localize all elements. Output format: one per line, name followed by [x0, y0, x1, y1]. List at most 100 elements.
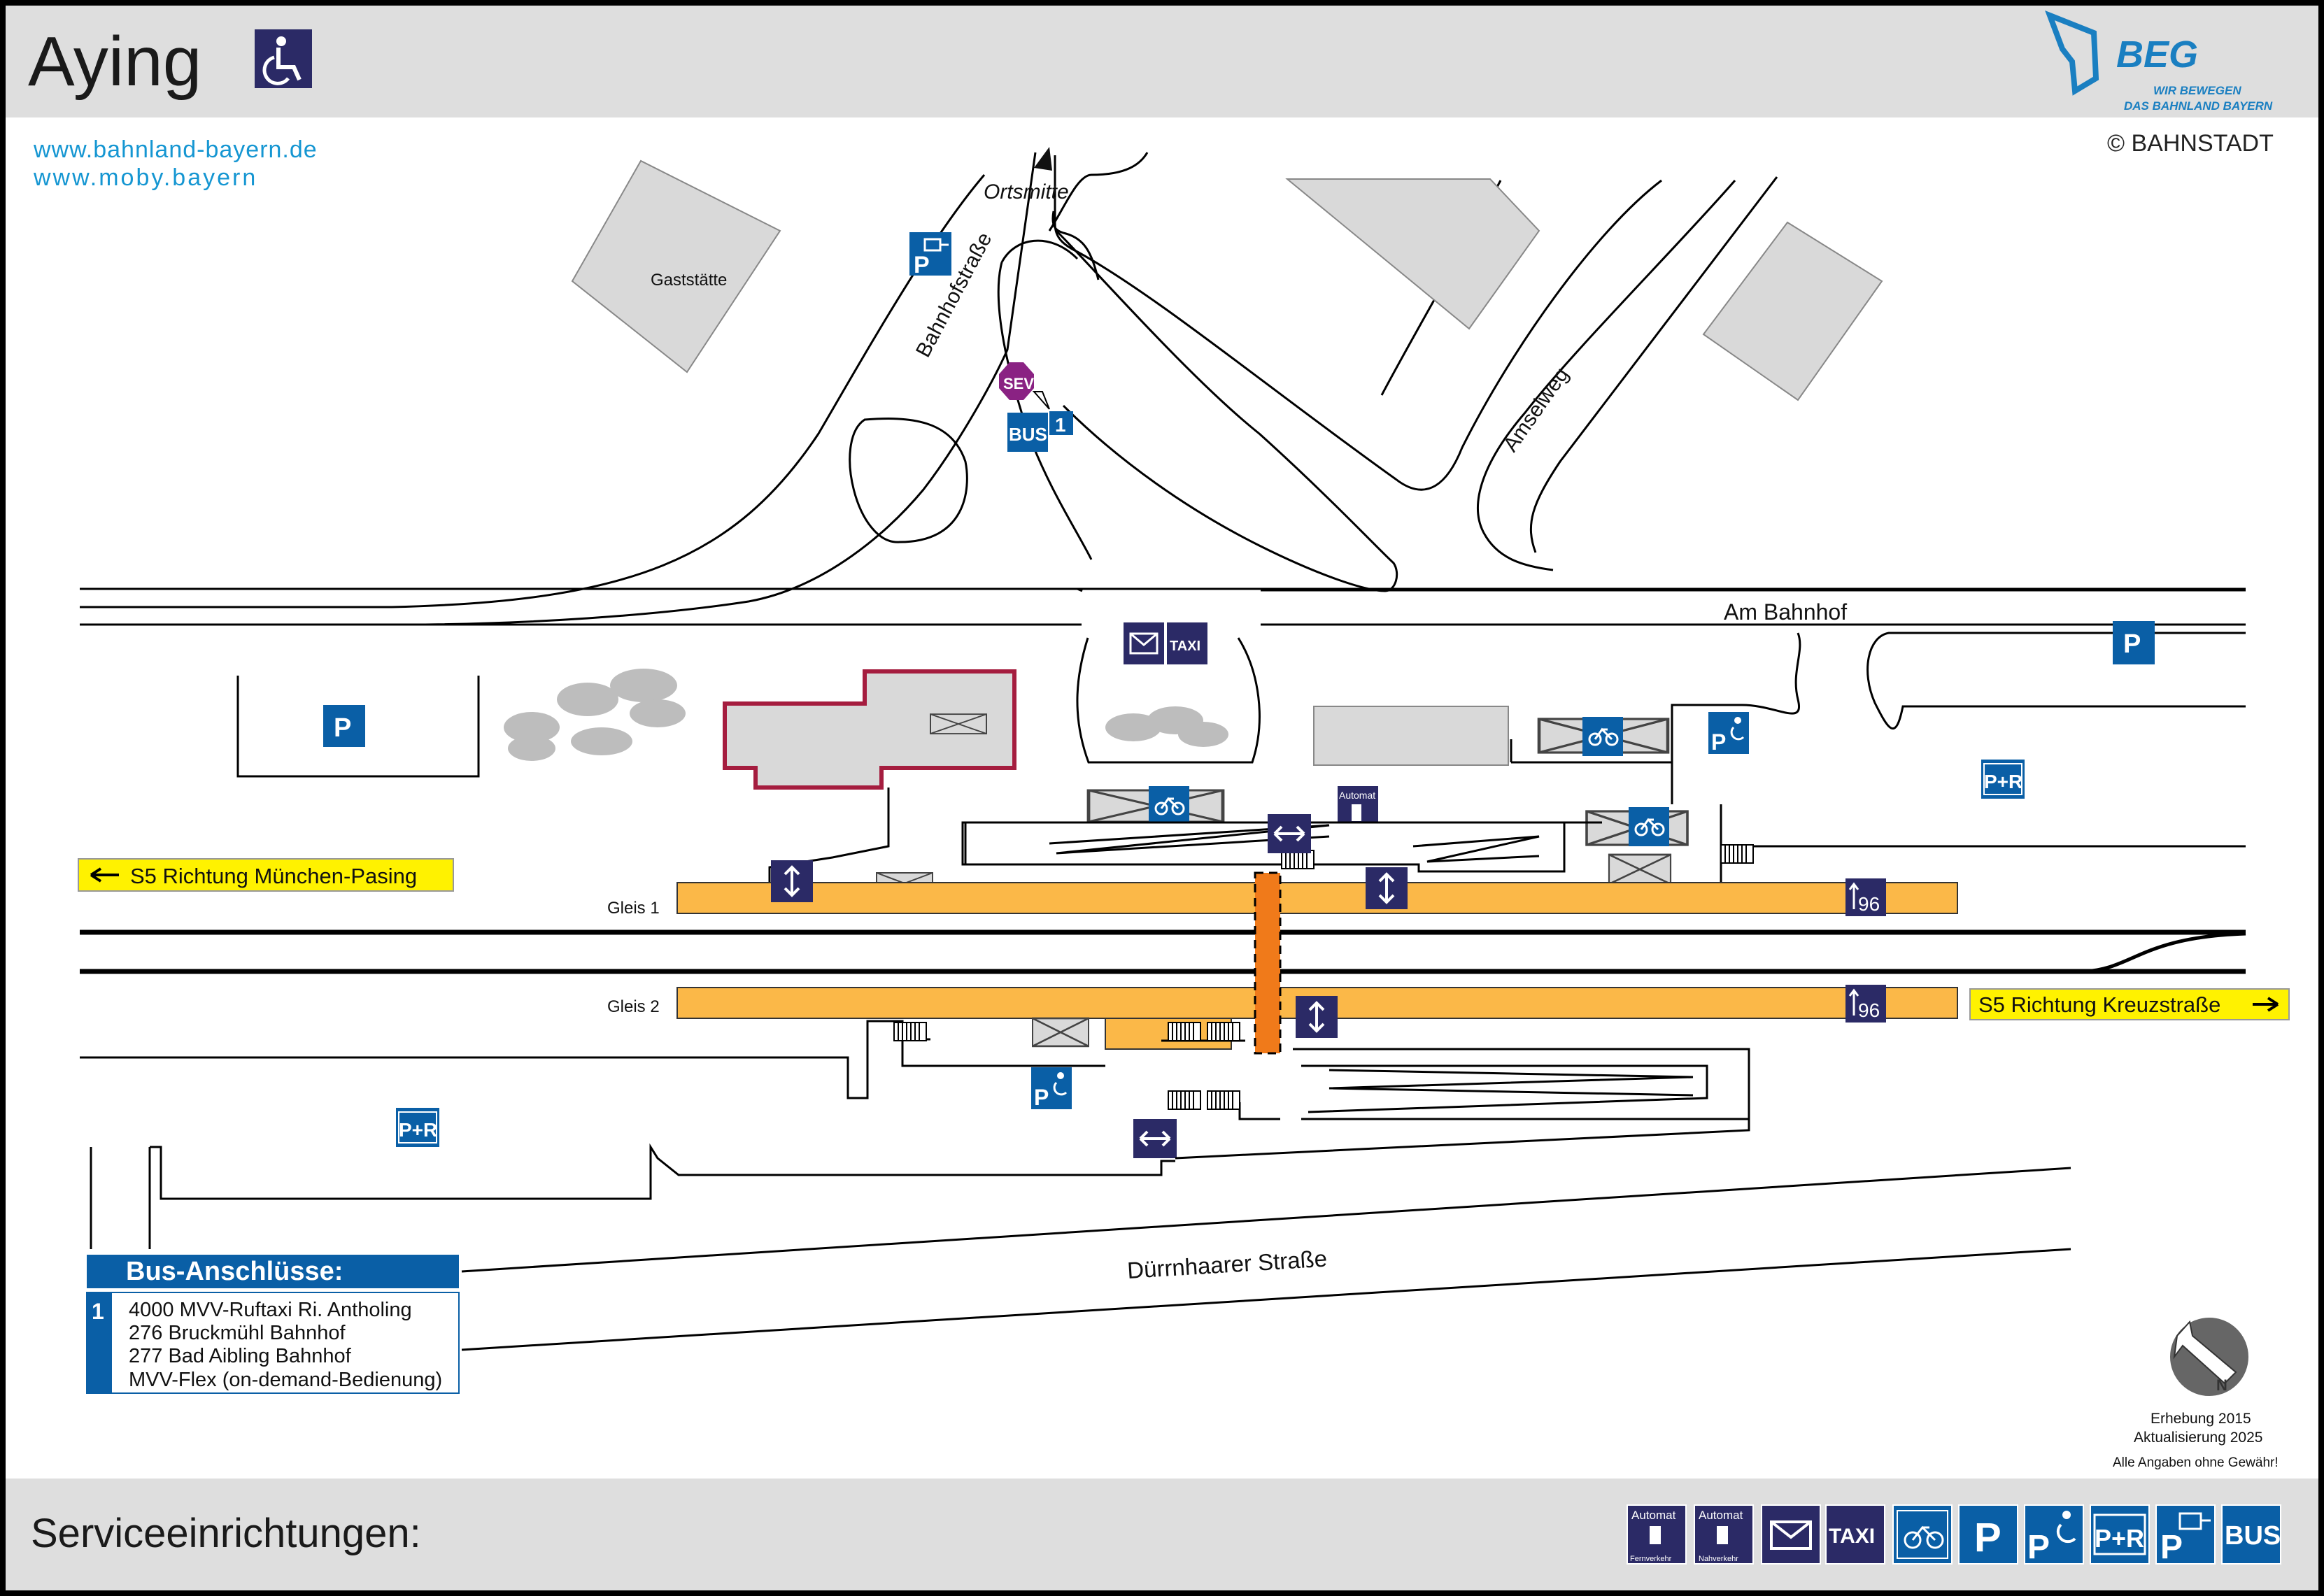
park-and-ride-icon-north: P+R [1981, 760, 2025, 799]
south-structures [80, 1020, 2071, 1351]
passage-south-icon [1133, 1119, 1177, 1158]
stairs-south-west [893, 1022, 927, 1041]
ramp-north [768, 762, 2246, 888]
sev-label: SEV [1003, 375, 1034, 392]
lift-gleis2-icon [1296, 996, 1338, 1038]
stairs-south-lower-1 [1168, 1090, 1201, 1110]
beg-brand-name: BEG [2116, 34, 2198, 76]
svg-text:P: P [1711, 729, 1726, 755]
stairs-south-lower-2 [1207, 1090, 1240, 1110]
header-bar [6, 6, 2318, 117]
beg-slogan-line-2: DAS BAHNLAND BAYERN [2124, 99, 2273, 113]
gleis-2-label: Gleis 2 [607, 997, 660, 1016]
beg-logo: BEG WIR BEWEGEN DAS BAHNLAND BAYERN [2045, 10, 2273, 113]
svg-text:Fernverkehr: Fernverkehr [1630, 1555, 1672, 1563]
legend-bus-icon: BUS [2221, 1504, 2281, 1565]
svg-text:P+R: P+R [399, 1119, 437, 1141]
building-north-center [1285, 178, 1540, 330]
parking-icon-north-east: P [2113, 621, 2155, 664]
beg-slogan-line-1: WIR BEWEGEN [2153, 84, 2241, 97]
svg-text:Automat: Automat [1339, 790, 1375, 801]
bus-box-title: Bus-Anschlüsse: [126, 1257, 343, 1286]
ortsmitte-label: Ortsmitte [984, 180, 1069, 204]
svg-text:Automat: Automat [1631, 1509, 1676, 1522]
svg-text:TAXI: TAXI [1829, 1525, 1875, 1548]
shelter-gleis2 [1031, 1017, 1090, 1048]
direction-east-sign: S5 Richtung Kreuzstraße [1969, 988, 2290, 1020]
legend-ev-charging-parking-icon: P [2155, 1504, 2216, 1566]
legend-taxi-icon: TAXI [1825, 1504, 1885, 1565]
bus-line-1: 4000 MVV-Ruftaxi Ri. Antholing [129, 1299, 412, 1321]
sev-bus-stop-icon: SEV BUS 1 [999, 362, 1073, 452]
ortsmitte-arrow-icon [1034, 147, 1052, 171]
survey-line-1: Erhebung 2015 [2151, 1411, 2251, 1427]
parking-icon-west: P [323, 705, 365, 747]
am-bahnhof-road [80, 587, 2246, 626]
svg-text:P: P [1974, 1515, 2001, 1560]
trees-forecourt [1105, 706, 1228, 747]
ticket-machine-icon: Automat [1338, 786, 1378, 828]
ev-charging-parking-icon: P [909, 232, 951, 278]
legend-bicycle-parking-icon [1892, 1504, 1953, 1565]
park-and-ride-icon-south: P+R [396, 1108, 439, 1147]
services-label: Serviceeinrichtungen: [31, 1511, 421, 1556]
am-bahnhof-label: Am Bahnhof [1724, 599, 1847, 625]
bus-line-4: MVV-Flex (on-demand-Bedienung) [129, 1369, 442, 1391]
station-building [723, 669, 1016, 790]
svg-text:P: P [2160, 1529, 2183, 1566]
svg-text:TAXI: TAXI [1170, 639, 1200, 654]
disabled-parking-icon-south: P [1031, 1067, 1072, 1110]
shelter-east-small [1608, 853, 1672, 885]
bus-stop-number: 1 [1055, 414, 1066, 436]
svg-text:P+R: P+R [1984, 771, 2022, 792]
bicycle-parking-icon-center [1149, 786, 1189, 825]
passage-north-icon [1268, 814, 1311, 853]
direction-east-label: S5 Richtung Kreuzstraße [1978, 992, 2220, 1017]
platform-length-gleis2: 96 [1858, 999, 1880, 1021]
direction-west-label: S5 Richtung München-Pasing [130, 864, 417, 888]
disabled-parking-icon-north: P [1708, 712, 1749, 755]
legend-parking-icon: P [1958, 1504, 2018, 1565]
building-north-east [1702, 221, 1883, 401]
svg-text:BUS: BUS [2225, 1521, 2281, 1551]
link-moby-bayern[interactable]: www.moby.bayern [33, 164, 257, 191]
trees-west [504, 669, 686, 761]
platform-length-gleis2-icon: 96 [1845, 985, 1886, 1023]
station-title: Aying [28, 22, 201, 101]
stairs-south-center-1 [1168, 1022, 1201, 1041]
legend-ticket-machine-regional-icon: Automat Nahverkehr [1694, 1504, 1754, 1565]
legend-park-and-ride-icon: P+R [2090, 1504, 2150, 1565]
svg-text:Nahverkehr: Nahverkehr [1699, 1555, 1738, 1563]
gleis-1-label: Gleis 1 [607, 899, 660, 918]
lift-gleis1-center-icon [1366, 867, 1408, 909]
svg-text:Automat: Automat [1699, 1509, 1743, 1522]
survey-line-2: Aktualisierung 2025 [2134, 1430, 2262, 1446]
direction-west-sign: S5 Richtung München-Pasing [78, 858, 454, 892]
stairs-north-east [1720, 844, 1754, 864]
platform-gleis-1 [676, 882, 1958, 914]
platform-length-gleis1: 96 [1858, 893, 1880, 915]
platform-length-gleis1-icon: 96 [1845, 878, 1886, 916]
mailbox-icon [1124, 622, 1164, 664]
north-arrow-icon: N [2167, 1315, 2251, 1399]
copyright-bahnstadt: © BAHNSTADT [2107, 130, 2274, 157]
building-east-forecourt [1313, 706, 1509, 766]
svg-text:P: P [914, 252, 930, 278]
survey-line-3: Alle Angaben ohne Gewähr! [2113, 1455, 2279, 1470]
link-bahnland-bayern[interactable]: www.bahnland-bayern.de [33, 136, 318, 163]
svg-text:P: P [2027, 1529, 2050, 1566]
station-building-entrance [930, 713, 987, 735]
building-gaststaette [571, 159, 781, 373]
svg-text:P: P [334, 713, 351, 743]
bus-line-3: 277 Bad Aibling Bahnhof [129, 1345, 352, 1367]
stairs-south-center-2 [1207, 1022, 1240, 1041]
svg-text:P: P [1034, 1085, 1049, 1110]
svg-text:N: N [2216, 1376, 2227, 1394]
svg-text:P: P [2123, 629, 2141, 659]
bus-stop-label: BUS [1009, 424, 1047, 445]
gaststaette-label: Gaststätte [651, 271, 727, 290]
underpass [1254, 871, 1282, 1055]
bicycle-parking-icon-east [1629, 807, 1669, 846]
bus-box-stop-number: 1 [92, 1299, 104, 1324]
